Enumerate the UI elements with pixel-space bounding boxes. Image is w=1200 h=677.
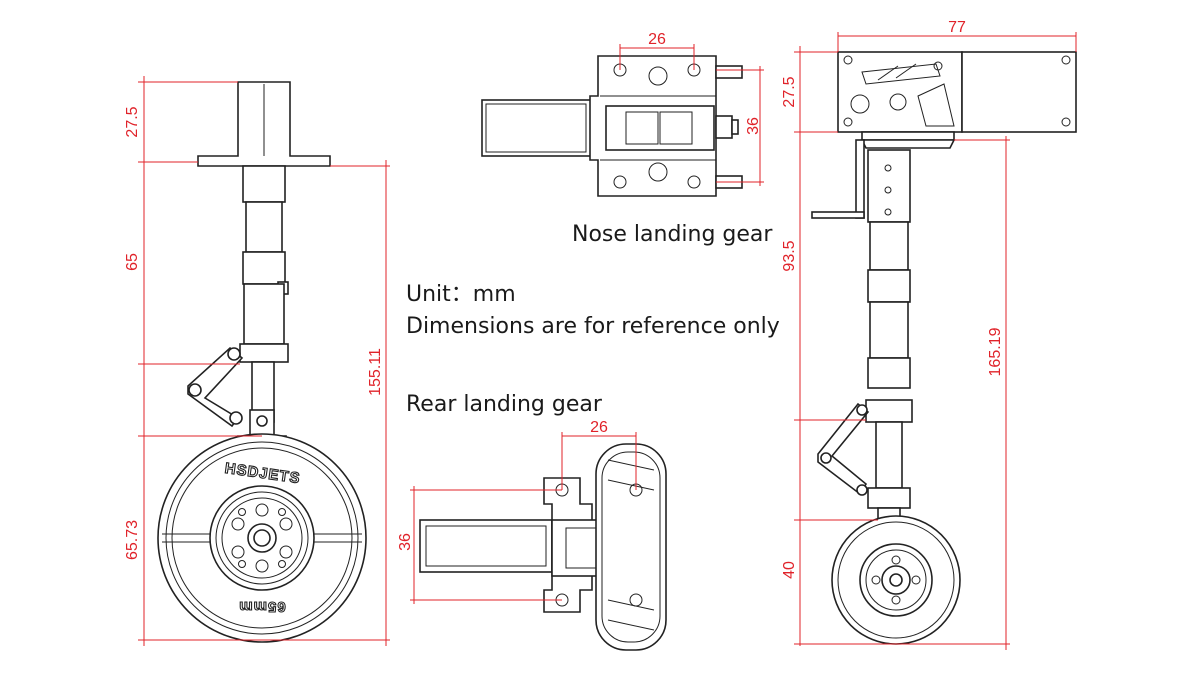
dim-right-40: 40: [781, 561, 798, 579]
dim-left-27-5: 27.5: [124, 106, 141, 137]
caption-reference-note: Dimensions are for reference only: [406, 314, 780, 339]
tire-size-label: 65mm: [238, 598, 285, 615]
nose-top-dimensions: [619, 44, 764, 186]
right-dimensions: [794, 32, 1077, 650]
caption-nose-landing-gear: Nose landing gear: [572, 222, 773, 247]
dim-right-93-5: 93.5: [781, 240, 798, 271]
dim-right-165-19: 165.19: [987, 327, 1004, 376]
dim-left-155-11: 155.11: [367, 348, 384, 396]
right-gear-view: [811, 51, 1077, 645]
rear-top-view: [419, 443, 667, 651]
dim-right-77: 77: [948, 19, 966, 36]
dim-rear-36: 36: [397, 533, 414, 551]
left-gear-view: HSDJETS 65mm: [157, 81, 367, 643]
dim-nose-26: 26: [648, 31, 666, 48]
dim-left-65-73: 65.73: [124, 520, 141, 560]
dim-nose-36: 36: [745, 117, 762, 135]
caption-unit: Unit：mm: [406, 282, 516, 307]
dim-rear-26: 26: [590, 419, 608, 436]
rear-top-dimensions: [410, 432, 637, 604]
caption-rear-landing-gear: Rear landing gear: [406, 392, 602, 417]
dim-right-27-5: 27.5: [781, 76, 798, 107]
left-dimensions: [138, 76, 390, 646]
nose-top-view: [481, 55, 743, 197]
dim-left-65: 65: [124, 253, 141, 271]
